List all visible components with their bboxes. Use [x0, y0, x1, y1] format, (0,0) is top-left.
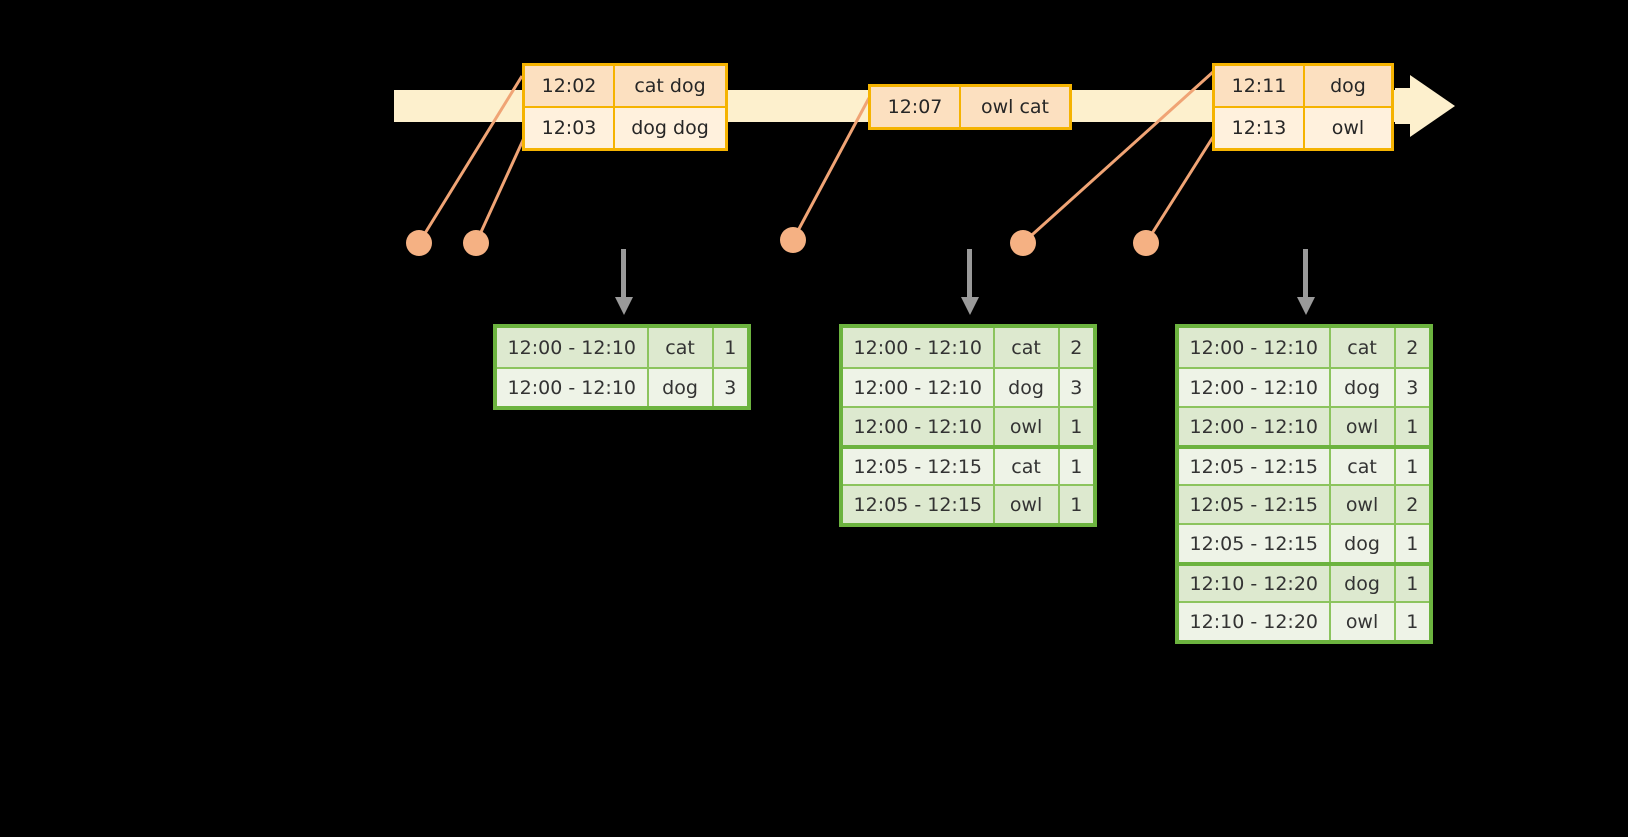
dash-arrow-stem	[621, 249, 626, 297]
event-time: 12:13	[1215, 108, 1305, 148]
result-count: 1	[1406, 572, 1419, 595]
result-window-range: 12:00 - 12:10	[1179, 328, 1331, 367]
result-window-range: 12:05 - 12:15	[843, 449, 995, 484]
result-word: cat	[995, 328, 1060, 367]
result-word: owl	[1331, 603, 1396, 640]
result-word: owl	[995, 408, 1060, 445]
event-row: 12:13 owl	[1215, 106, 1391, 148]
event-dot-12-11	[1010, 230, 1036, 256]
result-window-range: 12:10 - 12:20	[1179, 566, 1331, 601]
result-word: cat	[1331, 449, 1396, 484]
result-window-range: 12:00 - 12:10	[843, 369, 995, 406]
event-row: 12:03 dog dog	[525, 106, 725, 148]
event-words: dog dog	[631, 117, 709, 139]
event-words: dog	[1330, 75, 1366, 97]
event-time: 12:07	[871, 87, 961, 127]
result-word: dog	[1331, 369, 1396, 406]
result-word: owl	[1331, 486, 1396, 523]
result-count: 2	[1406, 493, 1419, 516]
result-count: 2	[1070, 336, 1083, 359]
event-time: 12:03	[525, 108, 615, 148]
event-box-3: 12:11 dog 12:13 owl	[1212, 63, 1394, 151]
dash-arrow-head-icon	[1297, 297, 1315, 315]
dash-arrow-stem	[1303, 249, 1308, 297]
event-box-1: 12:02 cat dog 12:03 dog dog	[522, 63, 728, 151]
event-dot-12-03	[463, 230, 489, 256]
event-words: cat dog	[634, 75, 706, 97]
result-count: 1	[724, 336, 737, 359]
result-count: 3	[1406, 376, 1419, 399]
event-time: 12:02	[525, 66, 615, 106]
result-window-range: 12:00 - 12:10	[497, 369, 649, 406]
result-window-range: 12:05 - 12:15	[1179, 525, 1331, 562]
result-word: dog	[1331, 525, 1396, 562]
result-count: 3	[1070, 376, 1083, 399]
result-count: 1	[1070, 455, 1083, 478]
result-count: 1	[1406, 532, 1419, 555]
dash-arrow-head-icon	[961, 297, 979, 315]
result-count: 2	[1406, 336, 1419, 359]
result-count: 1	[1070, 493, 1083, 516]
result-count: 1	[1406, 415, 1419, 438]
dash-arrow-head-icon	[615, 297, 633, 315]
event-time: 12:11	[1215, 66, 1305, 106]
result-window-range: 12:00 - 12:10	[1179, 369, 1331, 406]
event-box-2: 12:07 owl cat	[868, 84, 1072, 130]
result-word: owl	[1331, 408, 1396, 445]
event-row: 12:11 dog	[1215, 66, 1391, 106]
event-row: 12:02 cat dog	[525, 66, 725, 106]
connector-12-13	[1144, 136, 1215, 244]
result-word: cat	[1331, 328, 1396, 367]
result-word: owl	[995, 486, 1060, 523]
result-window-range: 12:00 - 12:10	[843, 408, 995, 445]
result-window-range: 12:10 - 12:20	[1179, 603, 1331, 640]
result-window-range: 12:00 - 12:10	[497, 328, 649, 367]
result-window-range: 12:00 - 12:10	[1179, 408, 1331, 445]
result-word: dog	[649, 369, 714, 406]
event-dot-12-13	[1133, 230, 1159, 256]
result-count: 1	[1406, 610, 1419, 633]
result-window-range: 12:05 - 12:15	[843, 486, 995, 523]
result-count: 1	[1070, 415, 1083, 438]
event-dot-12-02	[406, 230, 432, 256]
result-word: dog	[995, 369, 1060, 406]
result-count: 3	[724, 376, 737, 399]
result-word: cat	[995, 449, 1060, 484]
result-word: dog	[1331, 566, 1396, 601]
event-dot-12-07	[780, 227, 806, 253]
result-window-range: 12:05 - 12:15	[1179, 449, 1331, 484]
timeline-arrow-head-icon	[1410, 75, 1455, 137]
result-word: cat	[649, 328, 714, 367]
result-window-range: 12:00 - 12:10	[843, 328, 995, 367]
event-row: 12:07 owl cat	[871, 87, 1069, 127]
connector-12-03	[474, 137, 526, 244]
dash-arrow-stem	[967, 249, 972, 297]
result-count: 1	[1406, 455, 1419, 478]
event-words: owl	[1331, 117, 1365, 139]
result-window-range: 12:05 - 12:15	[1179, 486, 1331, 523]
event-words: owl cat	[980, 96, 1050, 118]
